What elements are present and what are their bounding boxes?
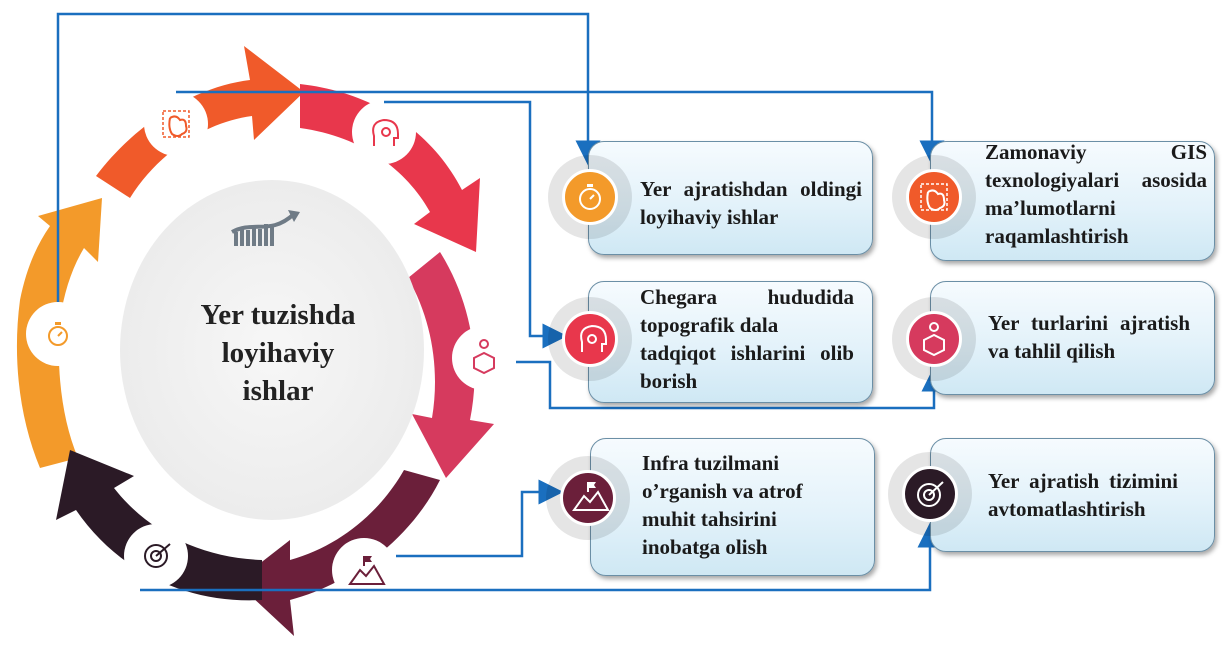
step-line: va tahlil qilish [988,339,1116,363]
stopwatch-icon [579,184,601,210]
ring-node-brain [144,92,208,156]
step-badge-3 [562,311,618,367]
step-line: borish [640,369,698,393]
step-text-1: Yer ajratishdan oldingi loyihaviy ishlar [640,175,862,231]
step-line: raqamlashtirish [985,224,1129,248]
connector-6 [140,522,943,592]
center-circle [120,180,424,520]
step-line: ma’lumotlarni [985,196,1116,220]
connector-3 [384,100,568,349]
step-box-4 [930,281,1215,395]
step-text-6: Yer ajratish tizimini avtomatlashtirish [988,467,1178,523]
head-gear-icon [580,324,607,352]
brain-icon [920,183,948,211]
step-line: Yer turlarini ajratish [988,311,1190,335]
center-title-line: loyihaviy [221,337,335,369]
step-box-5 [590,438,875,576]
ring-node-stopwatch [26,302,90,366]
connector-1 [56,12,601,302]
step-line: Yer ajratish tizimini [988,469,1178,493]
ring-node-head-gear [352,100,416,164]
step-line: Yer ajratishdan oldingi [640,177,862,201]
step-badge-4 [906,311,962,367]
box-idea-icon [923,322,945,357]
step-line: inobatga olish [642,535,768,559]
ring-segment-orange [16,198,102,468]
ring-segment-dark [56,450,262,601]
step-line: loyihaviy ishlar [640,205,779,229]
step-text-3: Chegara hududida topografik dala tadqiqo… [640,283,854,395]
step-badge-6 [902,466,958,522]
connector-5 [396,479,564,558]
center-title: Yer tuzishda loyihaviy ishlar [178,296,378,410]
step-badge-5 [560,470,616,526]
target-icon [917,481,944,507]
ring-node-mountain-flag [332,538,396,602]
center-title-line: Yer tuzishda [200,299,356,331]
step-text-2: Zamonaviy GIS texnologiyalari asosida ma… [985,138,1207,250]
ring-icons [26,92,516,602]
step-text-4: Yer turlarini ajratish va tahlil qilish [988,309,1190,365]
step-line: topografik dala [640,313,779,337]
step-line: Infra tuzilmani [642,451,780,475]
center-title-line: ishlar [242,375,314,407]
ring-segment-red [300,84,480,252]
step-badge-2 [906,169,962,225]
step-line: tadqiqot ishlarini olib [640,341,854,365]
ring-segment-crimson [408,252,494,478]
mountain-flag-icon [572,482,610,511]
step-line: o’rganish va atrof [642,479,803,503]
step-badge-1 [562,169,618,225]
ring-node-target [124,524,188,588]
step-box-2 [930,141,1215,261]
step-box-6 [930,438,1215,552]
step-box-1 [588,141,873,255]
step-line: Zamonaviy GIS [985,140,1207,164]
step-line: muhit tahsirini [642,507,777,531]
step-text-5: Infra tuzilmani o’rganish va atrof muhit… [642,449,842,561]
growth-chart-icon [231,210,300,246]
connector-2 [176,90,945,166]
step-box-3 [588,281,873,403]
connectors [56,12,947,592]
step-line: Chegara hududida [640,285,854,309]
step-line: texnologiyalari asosida [985,168,1207,192]
ring-node-box-idea [452,326,516,390]
connector-4 [516,360,947,410]
step-line: avtomatlashtirish [988,497,1146,521]
